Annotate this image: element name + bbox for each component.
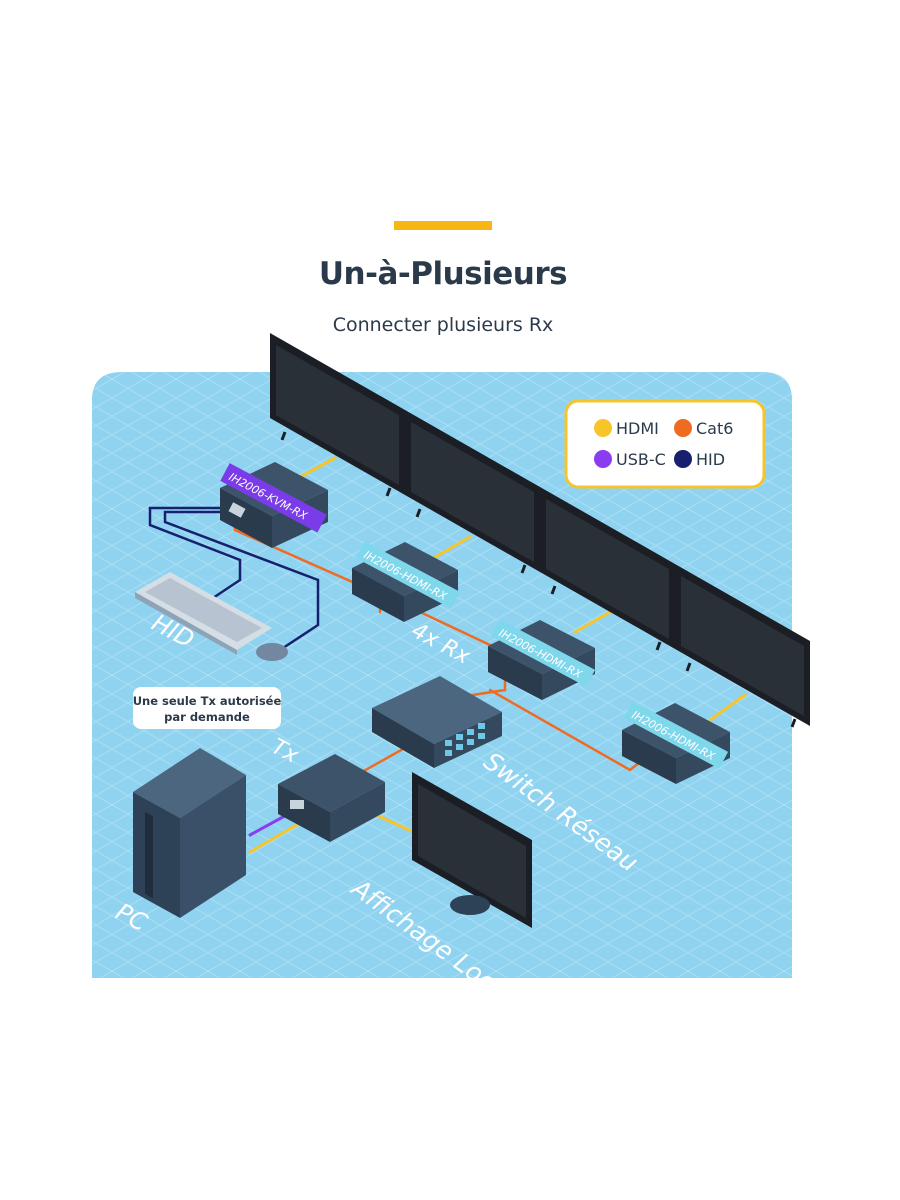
svg-text:HDMI: HDMI (616, 419, 659, 438)
local-monitor-icon (412, 772, 532, 928)
legend-item-usbc: USB-C (594, 450, 666, 469)
network-switch (372, 676, 502, 768)
display-1 (270, 333, 405, 497)
kvm-receiver: IH2006-KVM-RX (220, 462, 328, 548)
display-3 (540, 487, 675, 651)
pc-tower-icon (133, 748, 246, 918)
hdmi-receiver-2: IH2006-HDMI-RX (488, 619, 596, 700)
mouse-icon (256, 643, 288, 661)
cat6-swatch (674, 419, 692, 437)
legend: HDMI Cat6 USB-C HID (564, 399, 766, 489)
svg-text:HID: HID (696, 450, 725, 469)
keyboard-icon (135, 572, 272, 655)
accent-bar (394, 221, 492, 230)
legend-item-hid: HID (674, 450, 725, 469)
hid-cable-mouse (163, 510, 320, 652)
transmitter (278, 754, 385, 842)
hdmi-swatch (594, 419, 612, 437)
usbc-swatch (594, 450, 612, 468)
hdmi-cable-pc (248, 821, 302, 854)
page-subtitle: Connecter plusieurs Rx (332, 314, 554, 336)
note-line-2: par demande (164, 710, 250, 724)
display-2 (405, 410, 540, 574)
svg-text:USB-C: USB-C (616, 450, 666, 469)
display-4 (675, 564, 810, 728)
hdmi-receiver-1: IH2006-HDMI-RX (352, 541, 461, 622)
cat6-cable-rx3 (488, 688, 642, 772)
svg-text:Cat6: Cat6 (696, 419, 733, 438)
legend-item-cat6: Cat6 (674, 419, 733, 438)
note-bubble: Une seule Tx autorisée par demande (133, 687, 282, 729)
hdmi-cable-3 (573, 610, 612, 634)
hdmi-cable-4 (708, 693, 747, 722)
hdmi-cable-2 (428, 535, 472, 562)
hid-cable-keyboard (148, 506, 242, 602)
display-wall (270, 333, 810, 728)
hdmi-cable-1 (298, 456, 337, 479)
hid-swatch (674, 450, 692, 468)
note-line-1: Une seule Tx autorisée (133, 694, 282, 708)
legend-item-hdmi: HDMI (594, 419, 659, 438)
page-title: Un-à-Plusieurs (318, 256, 568, 292)
